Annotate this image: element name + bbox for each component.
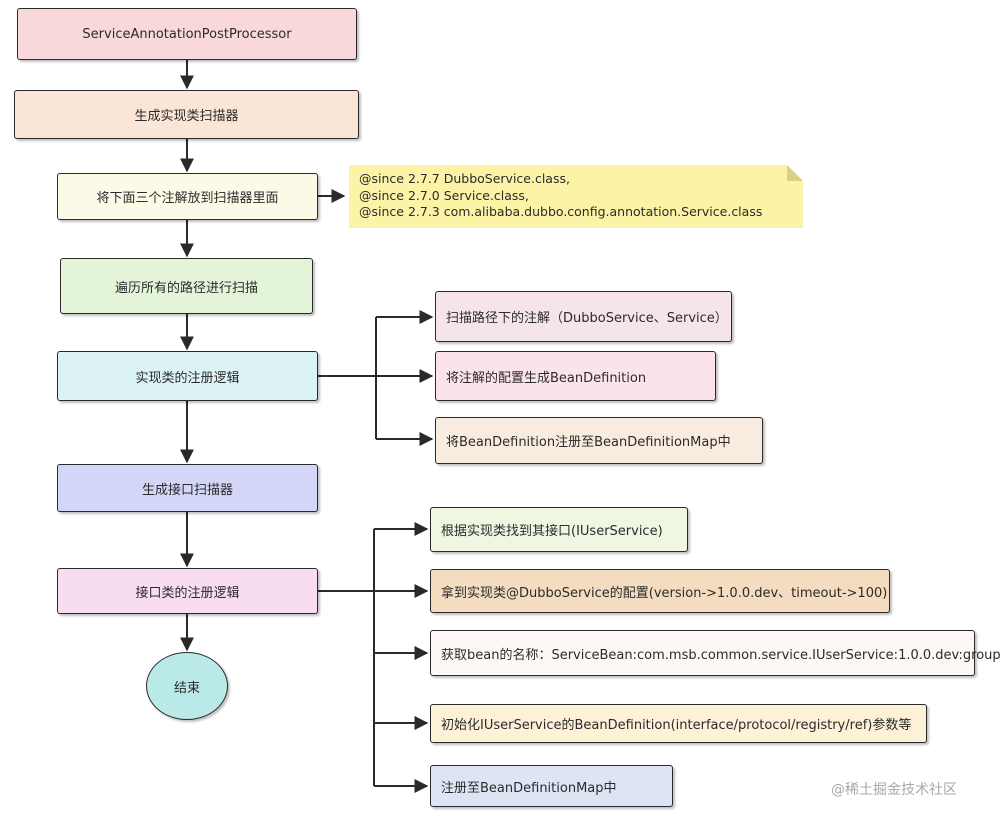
node-label: 遍历所有的路径进行扫描 (114, 280, 258, 296)
node-label: 将注解的配置生成BeanDefinition (446, 370, 647, 386)
watermark: @稀土掘金技术社区 (831, 782, 957, 798)
node-traverse-paths-scan: 遍历所有的路径进行扫描 (60, 258, 313, 314)
node-impl-registration-logic: 实现类的注册逻辑 (57, 351, 318, 401)
node-label: 拿到实现类@DubboService的配置(version->1.0.0.dev… (441, 585, 888, 601)
node-scan-annotations-under-path: 扫描路径下的注解（DubboService、Service） (435, 291, 732, 342)
node-generate-bean-definition: 将注解的配置生成BeanDefinition (435, 351, 716, 401)
node-label: 注册至BeanDefinitionMap中 (441, 780, 617, 796)
node-create-interface-scanner: 生成接口扫描器 (57, 464, 318, 512)
node-label: 获取bean的名称：ServiceBean:com.msb.common.ser… (441, 647, 1001, 663)
node-register-bean-definition-map: 注册至BeanDefinitionMap中 (430, 765, 673, 807)
node-add-annotations-to-scanner: 将下面三个注解放到扫描器里面 (57, 173, 318, 220)
node-label: 生成实现类扫描器 (134, 109, 239, 124)
node-label: 接口类的注册逻辑 (135, 585, 240, 601)
note-line-1: @since 2.7.7 DubboService.class, (359, 171, 570, 186)
node-label: 扫描路径下的注解（DubboService、Service） (446, 311, 728, 326)
node-end: 结束 (146, 652, 228, 720)
note-line-3: @since 2.7.3 com.alibaba.dubbo.config.an… (359, 204, 763, 219)
node-label: 实现类的注册逻辑 (135, 370, 240, 386)
node-label: ServiceAnnotationPostProcessor (82, 26, 292, 42)
note-annotations-list: @since 2.7.7 DubboService.class, @since … (349, 165, 803, 228)
node-register-to-bean-definition-map: 将BeanDefinition注册至BeanDefinitionMap中 (435, 417, 763, 464)
node-label: 初始化IUserService的BeanDefinition(interface… (441, 718, 912, 733)
node-label: 根据实现类找到其接口(IUserService) (441, 524, 663, 539)
node-label: 生成接口扫描器 (141, 482, 233, 498)
node-get-bean-name: 获取bean的名称：ServiceBean:com.msb.common.ser… (430, 630, 1001, 676)
node-interface-registration-logic: 接口类的注册逻辑 (57, 568, 318, 614)
node-label: 将BeanDefinition注册至BeanDefinitionMap中 (446, 435, 731, 450)
node-label: 结束 (173, 680, 200, 696)
branch-interface-trunk (318, 529, 375, 786)
branch-impl-trunk (318, 317, 377, 439)
node-service-annotation-post-processor: ServiceAnnotationPostProcessor (17, 8, 357, 60)
node-create-impl-scanner: 生成实现类扫描器 (14, 90, 359, 139)
node-find-interface: 根据实现类找到其接口(IUserService) (430, 507, 688, 552)
node-init-bean-definition: 初始化IUserService的BeanDefinition(interface… (430, 704, 927, 743)
node-label: 将下面三个注解放到扫描器里面 (96, 191, 279, 206)
node-get-dubbo-service-config: 拿到实现类@DubboService的配置(version->1.0.0.dev… (430, 569, 890, 613)
note-line-2: @since 2.7.0 Service.class, (359, 187, 529, 203)
